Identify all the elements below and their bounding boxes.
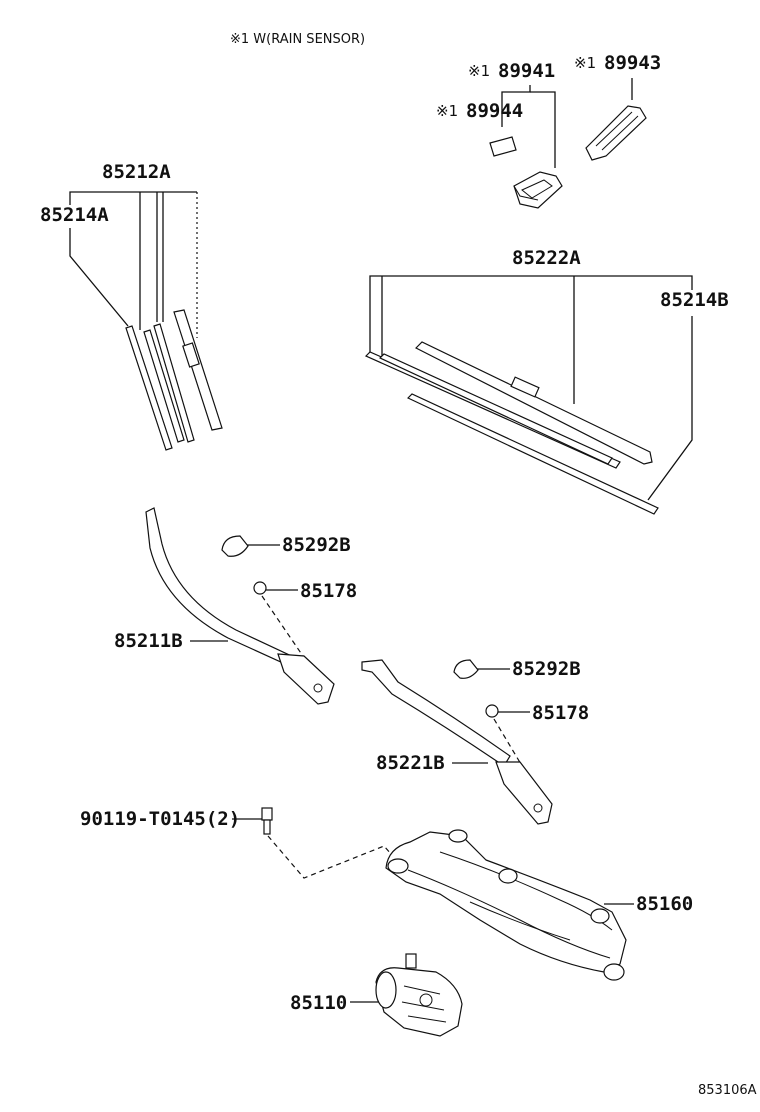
wiper-link-85160 [385, 829, 627, 981]
leader-85214B [647, 316, 693, 501]
rain-sensor-89941 [513, 171, 563, 209]
nut-85178-1 [253, 581, 267, 595]
diagram-code: 853106A [698, 1083, 757, 1098]
label-90119: 90119-T0145(2) [80, 808, 240, 830]
mark-89941: ※1 [468, 62, 490, 80]
label-85292B-2: 85292B [512, 658, 581, 680]
label-89944: 89944 [466, 100, 523, 122]
cap-85292B-2 [453, 659, 479, 679]
leader-85222A [369, 275, 693, 404]
label-85214A: 85214A [40, 204, 109, 226]
bolt-90119 [261, 807, 273, 835]
label-85178-2: 85178 [532, 702, 589, 724]
label-85110: 85110 [290, 992, 347, 1014]
rain-sensor-note: ※1 W(RAIN SENSOR) [230, 32, 365, 47]
wiper-arm-85221B [361, 659, 553, 825]
wiper-blade-85212A [125, 309, 223, 451]
mark-89944: ※1 [436, 102, 458, 120]
nut-85178-2 [485, 704, 499, 718]
sensor-bracket-89943 [585, 78, 647, 161]
dash-90119 [267, 835, 399, 879]
sensor-pad-89944 [489, 136, 517, 157]
label-85211B: 85211B [114, 630, 183, 652]
wiper-motor-85110 [375, 953, 463, 1037]
wiper-blade-85222A [364, 341, 659, 515]
label-85221B: 85221B [376, 752, 445, 774]
label-85212A: 85212A [102, 161, 171, 183]
label-85222A: 85222A [512, 247, 581, 269]
mark-89943: ※1 [574, 54, 596, 72]
label-85214B: 85214B [660, 289, 729, 311]
label-89941: 89941 [498, 60, 555, 82]
cap-85292B-1 [221, 535, 249, 557]
label-85160: 85160 [636, 893, 693, 915]
label-89943: 89943 [604, 52, 661, 74]
leader-85212A [69, 191, 198, 338]
label-85292B-1: 85292B [282, 534, 351, 556]
leader-89941 [501, 85, 556, 168]
label-85178-1: 85178 [300, 580, 357, 602]
wiper-arm-85211B [145, 507, 335, 705]
leader-85214A [69, 228, 129, 327]
